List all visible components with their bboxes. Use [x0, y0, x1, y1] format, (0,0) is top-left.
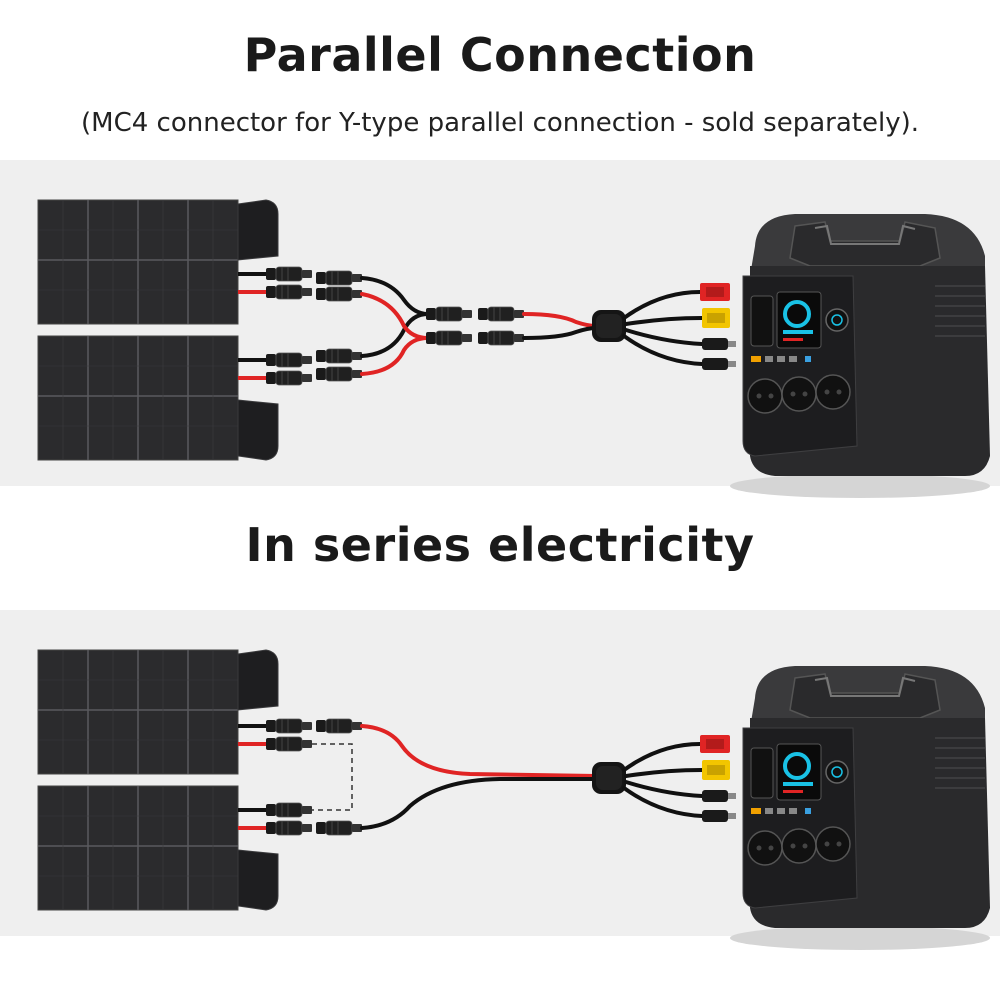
hub-output-cables [622, 290, 704, 366]
panel-leads [238, 272, 268, 380]
mc4-connector-icon [425, 306, 525, 346]
series-title: In series electricity [245, 518, 755, 572]
hub-input-cables [522, 312, 598, 340]
y-branch-cables [360, 276, 430, 376]
solar-panel-icon [37, 649, 279, 775]
parallel-title: Parallel Connection [243, 28, 757, 82]
hub-output-cables [622, 742, 704, 818]
series-diagram [37, 649, 992, 952]
solar-panel-icon [37, 335, 279, 461]
output-plugs [700, 283, 736, 370]
output-plugs [700, 735, 736, 822]
power-station-icon [728, 664, 992, 952]
parallel-diagram [37, 199, 992, 500]
y-hub [592, 762, 626, 794]
series-cables [360, 724, 598, 830]
power-station-icon [728, 212, 992, 500]
solar-panel-icon [37, 785, 279, 911]
solar-panel-icon [37, 199, 279, 325]
panel-leads [238, 724, 268, 830]
parallel-subtitle: (MC4 connector for Y-type parallel conne… [81, 108, 919, 138]
mc4-connector-icon [265, 266, 363, 386]
y-hub [592, 310, 626, 342]
series-link-dashed [312, 743, 353, 811]
mc4-connector-icon [265, 718, 363, 836]
